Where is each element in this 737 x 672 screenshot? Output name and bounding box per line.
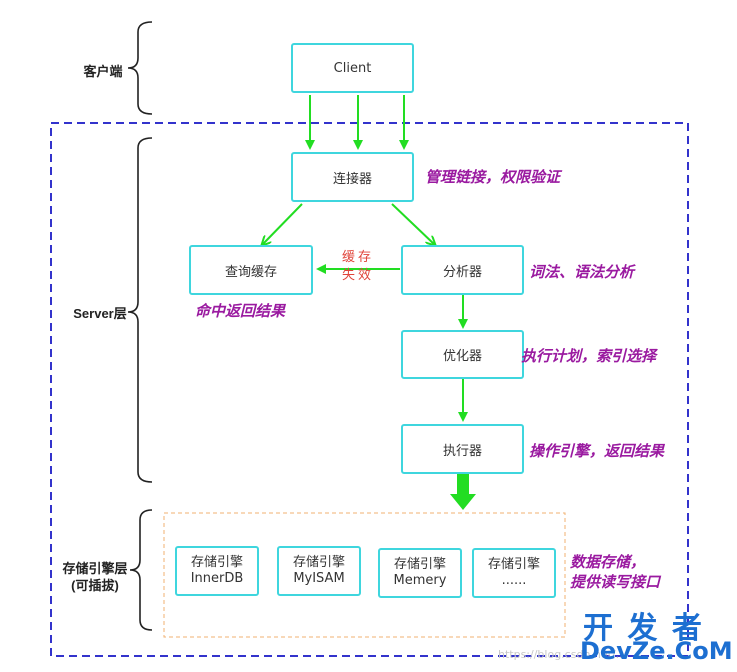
analyzer-node: 分析器 (401, 245, 524, 295)
connector-note: 管理链接，权限验证 (425, 168, 561, 186)
arrow-connector-cache (262, 203, 303, 245)
server-region-border (50, 122, 689, 657)
engine-innerdb-label: 存储引擎 (190, 555, 243, 570)
engine-myisam: 存储引擎 MyISAM (277, 546, 361, 596)
client-node: Client (291, 43, 414, 93)
storage-note-line2: 提供读写接口 (570, 573, 661, 591)
storage-note: 数据存储， 提供读写接口 (570, 552, 660, 592)
cache-invalid-line2: 失效 (342, 268, 375, 283)
server-layer-label: Server层 (73, 306, 127, 321)
optimizer-node: 优化器 (401, 330, 524, 379)
watermark-logo-bottom: DevZe.CoM (580, 637, 733, 665)
analyzer-note: 词法、语法分析 (529, 263, 635, 281)
client-layer-label: 客户端 (83, 64, 123, 79)
engine-myisam-label: 存储引擎 (292, 555, 345, 570)
storage-brace (129, 509, 153, 631)
storage-note-line1: 数据存储， (570, 553, 646, 571)
engine-other-label: 存储引擎 (487, 557, 540, 572)
executor-node: 执行器 (401, 424, 524, 474)
arrow-executor-storage-head (450, 494, 476, 510)
engine-other-name: ...... (501, 573, 527, 588)
server-brace (127, 137, 153, 483)
storage-layer-title: 存储引擎层 (62, 561, 128, 576)
engine-other: 存储引擎 ...... (472, 548, 556, 598)
cache-invalid-line1: 缓存 (342, 250, 375, 265)
executor-note: 操作引擎，返回结果 (529, 442, 665, 460)
optimizer-note: 执行计划，索引选择 (521, 347, 657, 365)
storage-layer-subtitle: (可插拔) (71, 578, 119, 593)
watermark-url: https://blog.csdn.net/... (498, 648, 627, 661)
query-cache-note: 命中返回结果 (195, 302, 286, 320)
engine-memery-label: 存储引擎 (393, 557, 446, 572)
cache-invalid-label: 缓存 失效 (342, 249, 374, 285)
engine-innerdb-name: InnerDB (190, 571, 244, 586)
engine-myisam-name: MyISAM (293, 571, 345, 586)
engine-memery-name: Memery (393, 573, 447, 588)
client-brace (127, 21, 153, 115)
storage-layer-label: 存储引擎层 (可插拔) (56, 560, 134, 594)
arrow-connector-analyzer (391, 203, 435, 245)
engine-innerdb: 存储引擎 InnerDB (175, 546, 259, 596)
connector-node: 连接器 (291, 152, 414, 202)
query-cache-node: 查询缓存 (189, 245, 313, 295)
engine-memery: 存储引擎 Memery (378, 548, 462, 598)
arrow-executor-storage-shaft (457, 474, 469, 496)
storage-region-border (163, 512, 566, 638)
watermark-logo-top: 开 发 者 (583, 611, 704, 646)
